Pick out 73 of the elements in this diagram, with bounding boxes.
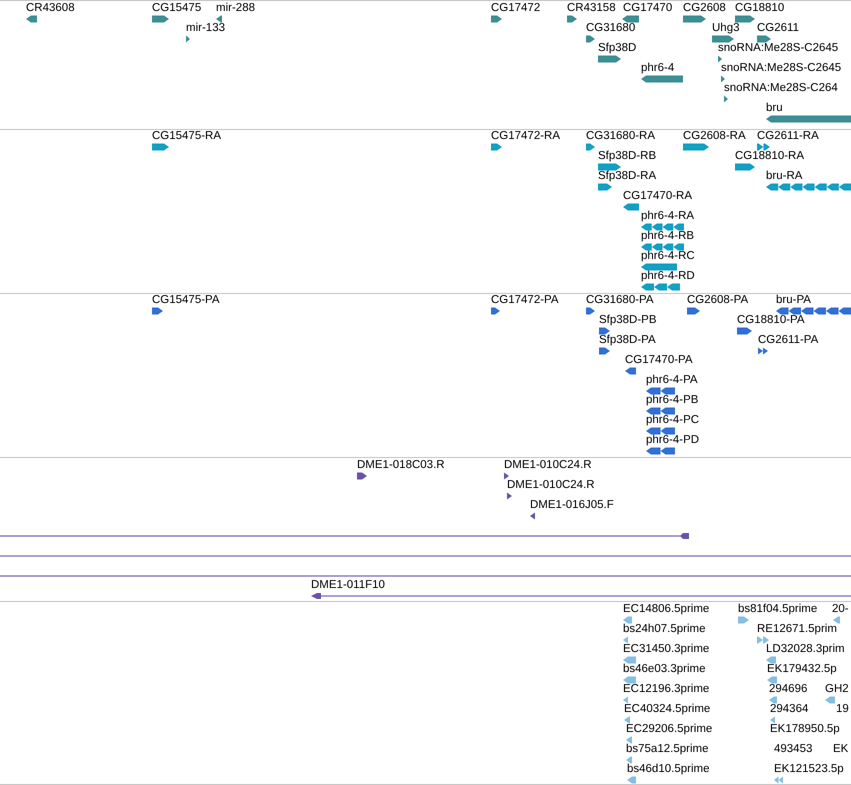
feature-label: 294696 xyxy=(769,683,808,696)
feature-label: 493453 xyxy=(774,743,812,756)
feature-label: CG31680 xyxy=(586,22,636,35)
feature-label: CG2611 xyxy=(757,22,799,35)
feature-label: bs46d10.5prime xyxy=(627,763,710,776)
feature-label: CG15475-PA xyxy=(152,294,220,307)
feature-label: phr6-4-PD xyxy=(646,434,700,447)
feature-label: Uhg3 xyxy=(712,22,740,35)
feature-label: CG31680-PA xyxy=(586,294,654,307)
feature-label: CG2608-PA xyxy=(687,294,748,307)
feature-label: DME1-010C24.R xyxy=(507,479,595,492)
feature-label: phr6-4 xyxy=(641,62,674,75)
feature-label: CG18810-PA xyxy=(737,314,805,327)
feature-label: phr6-4-PB xyxy=(646,394,698,407)
feature-label: phr6-4-PA xyxy=(646,374,698,387)
feature-label: CG17472 xyxy=(491,2,540,15)
feature-label: EK xyxy=(833,743,848,756)
feature-label: mir-288 xyxy=(216,2,255,15)
feature-label: DME1-011F10 xyxy=(311,579,385,592)
feature-label: CG15475 xyxy=(152,2,202,15)
feature-label: RE12671.5prim xyxy=(757,623,837,636)
feature-label: Sfp38D xyxy=(598,42,636,55)
feature-label: DME1-018C03.R xyxy=(357,459,445,472)
feature-label: mir-133 xyxy=(186,22,225,35)
feature-label: CG18810-RA xyxy=(735,150,804,163)
feature-label: phr6-4-RC xyxy=(641,250,695,263)
feature-label: EC40324.5prime xyxy=(624,703,710,716)
feature-label: bru-PA xyxy=(776,294,811,307)
feature-label: CG17472-RA xyxy=(491,130,560,143)
feature-label: CG17470-RA xyxy=(623,190,692,203)
feature-label: snoRNA:Me28S-C2645 xyxy=(718,42,838,55)
feature-label: EK178950.5p xyxy=(770,723,840,736)
feature-label: snoRNA:Me28S-C2645 xyxy=(721,62,842,75)
feature-label: CG17472-PA xyxy=(491,294,559,307)
feature-label: CG17470-PA xyxy=(625,354,693,367)
feature-label: CG18810 xyxy=(735,2,784,15)
feature-label: EC12196.3prime xyxy=(623,683,710,696)
feature-label: bru xyxy=(766,102,783,115)
feature-label: 20- xyxy=(832,603,849,616)
feature-label: phr6-4-RA xyxy=(641,210,694,223)
feature-label: bs75a12.5prime xyxy=(626,743,708,756)
feature-label: Sfp38D-PA xyxy=(599,334,656,347)
feature-label: LD32028.3prim xyxy=(766,643,845,656)
feature-label: GH2 xyxy=(825,683,849,696)
feature-label: EC14806.5prime xyxy=(623,603,710,616)
feature-label: bs24h07.5prime xyxy=(623,623,706,636)
feature-label: Sfp38D-PB xyxy=(599,314,657,327)
feature-label: snoRNA:Me28S-C264 xyxy=(724,82,838,95)
feature-label: DME1-016J05.F xyxy=(530,499,614,512)
feature-label: phr6-4-PC xyxy=(646,414,700,427)
feature-label: DME1-010C24.R xyxy=(504,459,592,472)
feature-label: EC31450.3prime xyxy=(623,643,710,656)
feature-label: bs46e03.3prime xyxy=(623,663,706,676)
feature-label: EC29206.5prime xyxy=(626,723,712,736)
feature-label: CG17470 xyxy=(623,2,672,15)
feature-label: CG15475-RA xyxy=(152,130,222,143)
feature-label: 19 xyxy=(836,703,849,716)
feature-label: 294364 xyxy=(770,703,808,716)
feature-label: CG2611-PA xyxy=(758,334,818,347)
feature-label: CG2611-RA xyxy=(757,130,819,143)
feature-label: CR43158 xyxy=(567,2,616,15)
feature-label: bru-RA xyxy=(766,170,802,183)
feature-label: phr6-4-RB xyxy=(641,230,694,243)
feature-label: EK121523.5p xyxy=(774,763,844,776)
feature-label: CG31680-RA xyxy=(586,130,656,143)
feature-label: CR43608 xyxy=(26,2,75,15)
feature-label: phr6-4-RD xyxy=(641,270,695,283)
feature-label: CG2608-RA xyxy=(683,130,746,143)
feature-label: Sfp38D-RA xyxy=(598,170,656,183)
feature-label: bs81f04.5prime xyxy=(738,603,818,616)
feature-label: Sfp38D-RB xyxy=(598,150,656,163)
feature-label: CG2608 xyxy=(683,2,726,15)
feature-label: EK179432.5p xyxy=(767,663,837,676)
